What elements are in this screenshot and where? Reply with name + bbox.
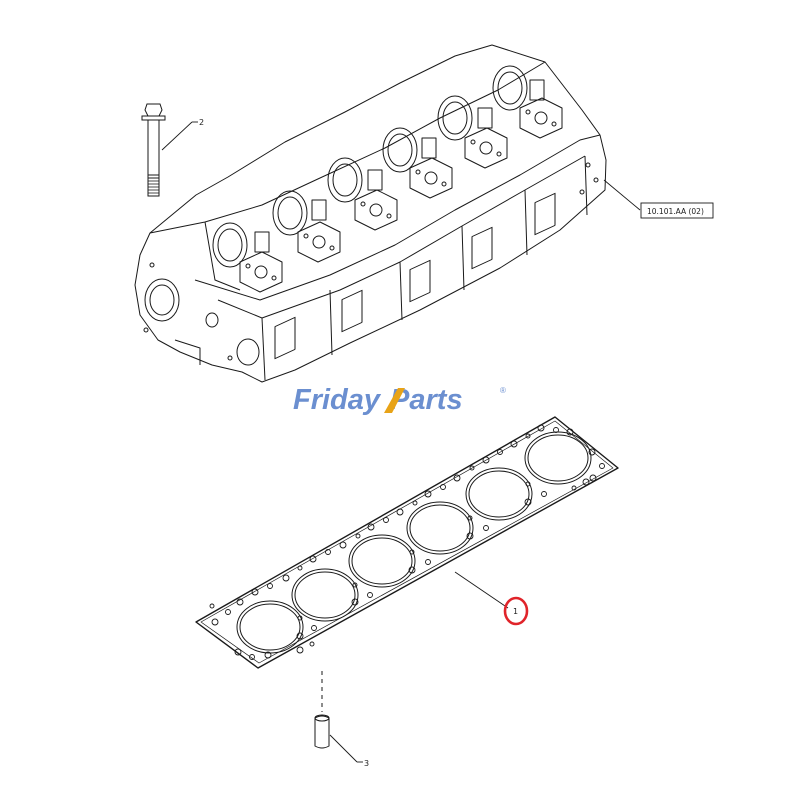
cam-bearing-bores	[212, 65, 528, 268]
watermark-accent-icon	[384, 388, 405, 413]
head-gasket	[195, 416, 619, 669]
leader-lines	[161, 121, 641, 763]
callout-1: 1	[503, 596, 529, 626]
dowel-pin	[314, 671, 330, 749]
callout-3-label: 3	[364, 759, 369, 768]
gasket-holes	[209, 424, 605, 660]
registered-mark: ®	[500, 386, 506, 395]
reference-box: 10.101.AA (02)	[640, 202, 714, 219]
highlight-ring	[503, 596, 529, 626]
reference-label: 10.101.AA (02)	[647, 207, 704, 216]
cylinder-head	[134, 44, 607, 383]
head-bolt	[141, 103, 166, 197]
callout-1-label: 1	[513, 607, 518, 616]
gasket-bores	[236, 431, 592, 654]
watermark-part1: Friday	[293, 384, 382, 416]
callout-2-label: 2	[199, 118, 204, 127]
rocker-pedestals	[254, 79, 545, 253]
injector-bosses	[239, 97, 563, 293]
